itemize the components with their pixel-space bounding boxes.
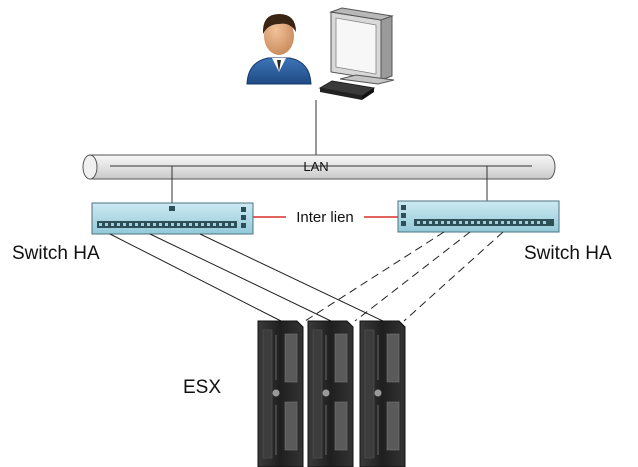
computer-monitor-icon — [318, 7, 395, 100]
switch-left-label: Switch HA — [12, 243, 100, 264]
lan-label: LAN — [303, 159, 328, 174]
switch-left — [91, 202, 254, 235]
blade-server-icon — [257, 320, 304, 467]
switch-right — [397, 200, 560, 233]
left-switch-server-links — [109, 233, 384, 322]
right-switch-server-links — [304, 231, 504, 322]
blade-server-icon — [307, 320, 354, 467]
esx-label: ESX — [183, 377, 221, 398]
inter-link-label: Inter lien — [296, 209, 354, 226]
blade-server-icon — [359, 320, 406, 467]
lan-bus — [82, 154, 556, 180]
switch-right-label: Switch HA — [524, 243, 612, 264]
user-icon — [246, 14, 312, 85]
